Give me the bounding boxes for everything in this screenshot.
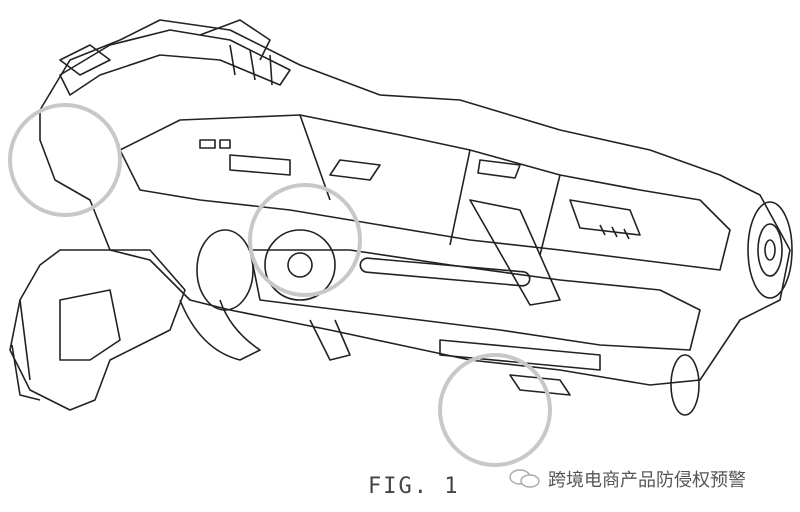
barrel-seams <box>299 114 561 256</box>
watermark-text: 跨境电商产品防侵权预警 <box>548 470 746 491</box>
cylinder <box>264 229 336 301</box>
barrel-block <box>119 114 731 271</box>
front-vent <box>569 199 641 240</box>
top-rail <box>59 29 291 96</box>
front-knob <box>670 354 700 416</box>
rail-slot <box>359 257 531 287</box>
wechat-icon <box>509 469 540 488</box>
watermark-logos <box>8 103 552 467</box>
barrel-brace <box>469 199 561 306</box>
top-vent <box>199 19 273 86</box>
handle <box>9 249 186 411</box>
watermark-logo <box>438 353 552 467</box>
drum-housing <box>196 229 254 311</box>
slide-lever <box>309 319 351 361</box>
cylinder-hub <box>287 252 313 278</box>
underbarrel-strip <box>439 339 601 371</box>
blaster-body <box>39 19 791 386</box>
watermark-logo <box>8 103 122 217</box>
watermark: 跨境电商产品防侵权预警 <box>508 466 746 492</box>
trigger <box>179 299 261 361</box>
rear-sight <box>59 44 111 76</box>
muzzle-bore <box>764 239 776 261</box>
muzzle-inner <box>757 223 783 277</box>
watermark-logo <box>248 183 362 297</box>
handle-grip <box>11 289 121 401</box>
side-panels <box>199 139 521 181</box>
muzzle <box>747 201 793 299</box>
figure-caption: FIG. 1 <box>368 474 460 499</box>
lower-tab <box>509 374 571 396</box>
